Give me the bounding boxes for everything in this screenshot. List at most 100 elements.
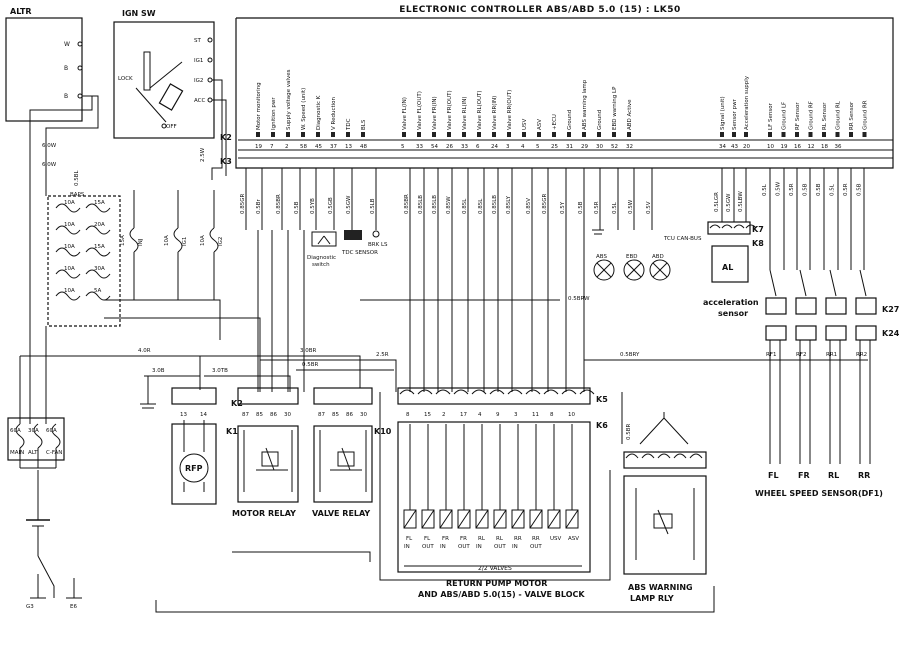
ecu-pin-number: 7 [270, 144, 274, 150]
lamp-label: EBD [626, 254, 637, 260]
valve-conn-pin: 4 [478, 412, 482, 418]
fuse-rating: 30A [94, 266, 105, 272]
ecu-pin-label: TDC [346, 118, 352, 131]
ecu-pin-label: Ground [597, 110, 603, 130]
ecu-pin-label: Valve RR(OUT) [507, 90, 513, 130]
wheel-wire [859, 269, 867, 297]
ecu-wire-code: 0.5B [294, 201, 300, 214]
ecu-wire-code: 0.5YB [310, 198, 316, 214]
valve-name: FL [424, 536, 431, 542]
ecu-pin-number: 20 [743, 144, 750, 150]
valve-coil-diag [457, 509, 471, 529]
inline-fuse-name: IG1 [182, 237, 188, 246]
ecu-pin-label: LF Sensor [768, 102, 774, 130]
wheel-wire [799, 269, 807, 297]
lamp-note: TCU CAN-BUS [663, 236, 702, 242]
ecu-pin-label: BLS [361, 119, 367, 130]
accel-sensor-label: acceleration [703, 298, 759, 307]
fuse-symbol [85, 247, 111, 257]
ecu-pin-label: Diagnostic K [316, 95, 322, 130]
wheel-wire-code: 0.5R [789, 183, 795, 196]
fuse-rating: 10A [64, 244, 75, 250]
ground-left-label: G3 [26, 604, 34, 610]
ecu-pin-label: Signal (unit) [720, 96, 726, 130]
conn-hump [435, 389, 451, 395]
motor-relay-pin: 85 [256, 412, 263, 418]
ecu-pin-number: 33 [416, 144, 423, 150]
motor-relay: MOTOR RELAY [232, 425, 299, 518]
wheel-wire-code: 0.5B [816, 183, 822, 196]
wheel-name: FR [798, 471, 810, 480]
battery-fuse [15, 423, 25, 449]
motor-conn-k2 [171, 387, 217, 405]
bus-25r: 2.5R [376, 352, 389, 358]
valve-name: ASV [568, 536, 579, 542]
main-harness: 4.0R 3.0B 3.0TB 0.5BR 3.0BR 2.5R 0.5BRY … [20, 296, 868, 613]
fuse-block: BAPS 0.5BL [47, 169, 121, 327]
valve-name-sub: OUT [530, 544, 542, 550]
left-feeds [19, 150, 47, 424]
valve-name: RR [514, 536, 522, 542]
ecu-pin-label: Valve FL(OUT) [417, 91, 423, 130]
valve-conn-pin: 9 [496, 412, 500, 418]
wire-2-5w: 2.5W [200, 147, 206, 162]
fuse-symbol [85, 225, 111, 235]
ecu-pin-square [567, 132, 571, 137]
motor-relay-label: MOTOR RELAY [232, 509, 296, 518]
warn-conn [623, 451, 707, 469]
valve-relay-pin: 86 [346, 412, 353, 418]
ecu-pin-label: ABD Active [627, 99, 633, 130]
ecu-pin-label: W. Speed (unit) [301, 88, 307, 130]
wheel-wire-code: 0.5W [776, 181, 782, 196]
ecu-pin-square [462, 132, 466, 137]
valve-conn-pin: 3 [514, 412, 518, 418]
inline-fuse [129, 227, 139, 253]
ecu-pin-label: Valve RL(IN) [462, 96, 468, 130]
diag-switch-label2: switch [312, 262, 330, 268]
conn-hump [453, 389, 469, 395]
wheel-name: RL [828, 471, 839, 480]
motor-pin: 14 [200, 412, 207, 418]
ecu-pin-number: 10 [767, 144, 774, 150]
conn-hump [689, 453, 703, 459]
accel-box-label: AL [722, 263, 733, 272]
ecu-pin-label: Ignition pwr [271, 97, 277, 130]
ecu-pin-number: 5 [536, 144, 540, 150]
accel-wire-code: 0.5GW [726, 193, 732, 212]
ecu-pin-square [477, 132, 481, 137]
diagnostic-switch: Diagnostic switch [307, 231, 337, 268]
ecu-pin-label: RL Sensor [822, 102, 828, 130]
ecu-wire-code: 0.85LB [492, 195, 498, 214]
fuse-rating: 15A [94, 200, 105, 206]
valve-conn-k5 [397, 387, 591, 405]
ecu-pin-square [862, 132, 867, 137]
ecu-wire-code: 0.85BR [276, 194, 282, 214]
valve-name-sub: IN [440, 544, 446, 550]
valve-name-sub: IN [476, 544, 482, 550]
ecu-pin-square [346, 132, 350, 137]
ecu-pin-number: 33 [461, 144, 468, 150]
k24-connector [855, 325, 877, 341]
battery-fuse-rating: 60A [10, 428, 21, 434]
ecu-pin-square [795, 132, 799, 137]
conn-hump [721, 224, 733, 229]
ecu-pin-square [552, 132, 556, 137]
conn-hump [507, 389, 523, 395]
conn-hump [709, 224, 721, 229]
bus-05bry: 0.5BRY [620, 352, 640, 358]
ecu-wire-code: 0.85V [526, 198, 532, 214]
fuse-symbol [85, 291, 111, 301]
wheel-name: FL [768, 471, 779, 480]
ecu-pin-label: +ECU [552, 114, 558, 130]
fuse-symbol [55, 269, 81, 279]
fuse-symbol [55, 247, 81, 257]
ecu-wire-code: 0.85GR [542, 193, 548, 214]
ecu-pin-number: 26 [446, 144, 453, 150]
